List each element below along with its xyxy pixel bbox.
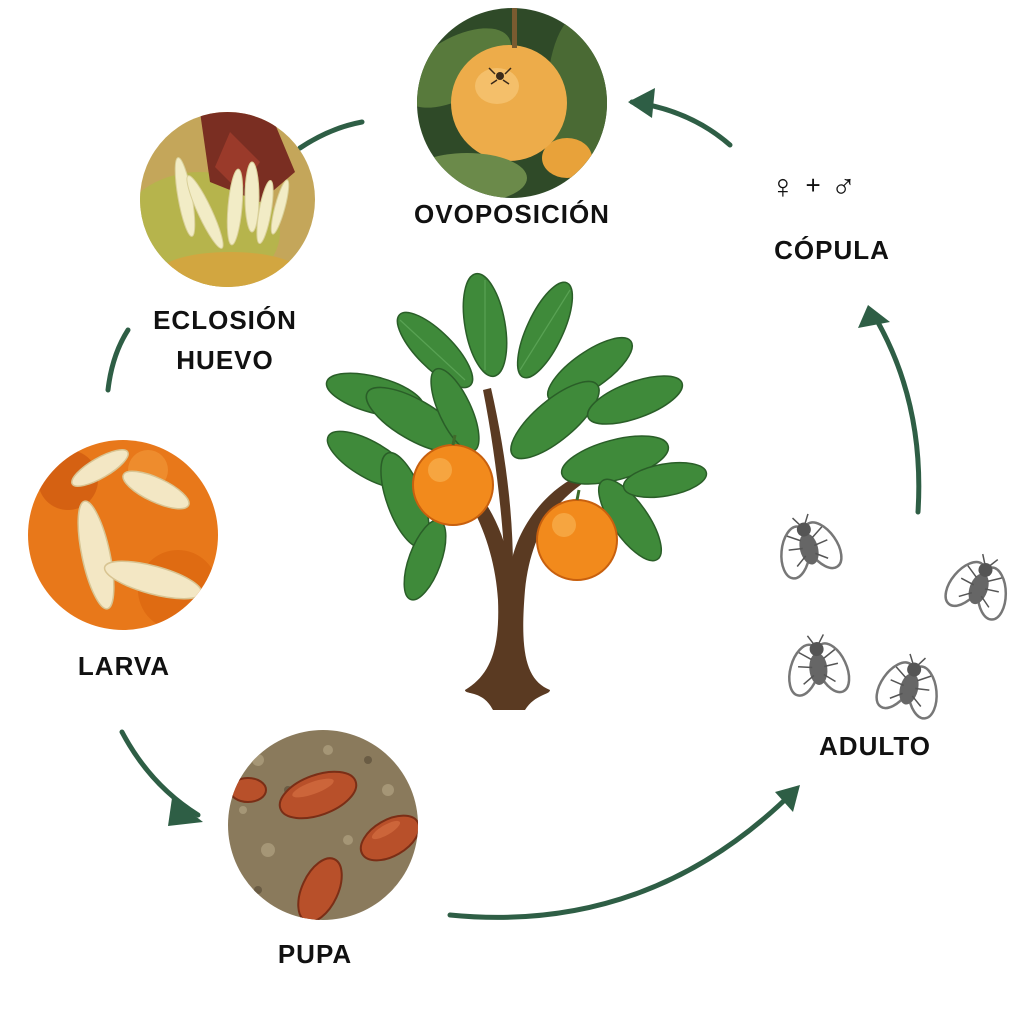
fly-icon xyxy=(865,645,954,725)
fly-icon xyxy=(770,505,853,588)
female-symbol-icon: ♀ xyxy=(770,168,796,206)
arrow-larva-to-pupa xyxy=(119,729,201,818)
ovoposicion-photo xyxy=(417,8,607,198)
adult-flies xyxy=(770,505,1020,725)
orange-fruit xyxy=(412,444,494,526)
male-symbol-icon: ♂ xyxy=(830,168,857,206)
arrow-eclosion-to-ovoposicion xyxy=(297,119,365,151)
eclosion-photo xyxy=(140,112,315,287)
orange-fruit xyxy=(536,499,618,581)
arrow-adulto-to-copula xyxy=(869,309,922,515)
larva-label: LARVA xyxy=(77,651,171,681)
sex-symbols: ♀ + ♂ xyxy=(770,168,856,207)
arrowhead-pupa xyxy=(168,798,203,826)
pupa-label: PUPA xyxy=(277,939,353,969)
arrowhead-adulto xyxy=(775,785,800,812)
eclosion-label-line2: HUEVO xyxy=(176,345,274,375)
plus-sign: + xyxy=(805,170,821,200)
arrowhead-ovoposicion xyxy=(628,88,655,118)
arrow-larva-to-eclosion xyxy=(105,327,131,393)
copula-label: CÓPULA xyxy=(774,235,890,265)
arrowhead-copula xyxy=(858,305,890,328)
larva-photo xyxy=(28,440,218,630)
orange-tree-icon xyxy=(325,272,708,710)
ovoposicion-label: OVOPOSICIÓN xyxy=(414,199,610,229)
fly-icon xyxy=(778,630,859,703)
eclosion-label: ECLOSIÓN HUEVO xyxy=(130,300,320,380)
pupa-photo xyxy=(228,730,418,920)
arrow-pupa-to-adulto xyxy=(447,787,798,920)
fly-icon xyxy=(933,543,1020,630)
adulto-label: ADULTO xyxy=(819,731,931,761)
eclosion-label-line1: ECLOSIÓN xyxy=(153,305,297,335)
